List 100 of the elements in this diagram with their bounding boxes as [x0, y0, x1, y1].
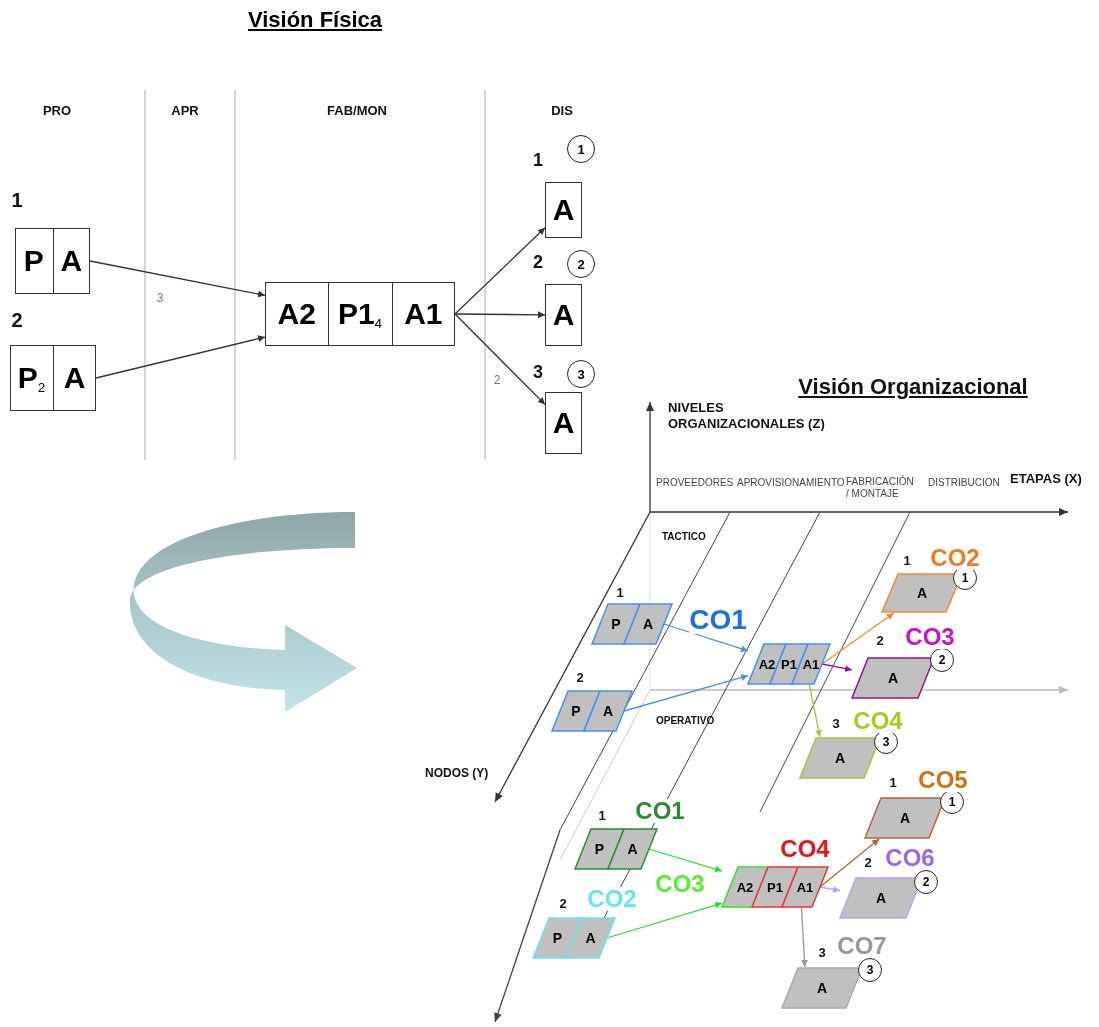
- column-heading: DIS: [551, 103, 573, 117]
- node-number: 1: [598, 808, 606, 822]
- arrow: [821, 612, 895, 665]
- diagram-title: Visión Física: [247, 9, 383, 31]
- letter-label: A: [552, 300, 575, 330]
- arrow: [454, 311, 546, 319]
- column-heading: FAB/MON: [327, 103, 387, 117]
- edge-label: 3: [155, 292, 165, 304]
- parallelogram-node: [852, 657, 934, 699]
- letter-label: P$_{2}$: [17, 363, 46, 393]
- flow-label: CO2: [587, 887, 637, 911]
- product-box: [10, 345, 96, 411]
- axis-label: ETAPAS (X): [1010, 472, 1082, 485]
- node-number: 2: [11, 310, 23, 330]
- letter-label: A1: [802, 657, 820, 671]
- letter-label: A: [552, 195, 575, 225]
- letter-label: A: [602, 704, 614, 718]
- arrow: [821, 663, 853, 672]
- node-number: 2: [533, 253, 543, 271]
- letter-label: P1: [767, 880, 783, 894]
- letter-label: P1: [781, 657, 797, 671]
- node-number: 1: [889, 775, 897, 789]
- arrow: [648, 848, 723, 873]
- node-number: 2: [864, 855, 872, 869]
- section-title: Visión Organizacional: [798, 376, 1028, 398]
- letter-label: P: [571, 704, 581, 718]
- number-circle: 3: [858, 958, 882, 982]
- letter-label: P: [552, 931, 563, 945]
- node-number: 2: [559, 896, 567, 910]
- number-circle: 2: [914, 870, 938, 894]
- node-number: 2: [876, 633, 884, 647]
- node-number: 1: [533, 151, 543, 169]
- arrow: [808, 684, 822, 738]
- letter-label: A: [642, 617, 654, 631]
- letter-label: A1: [404, 299, 443, 329]
- arrow: [454, 227, 546, 315]
- node-number: 2: [576, 670, 584, 684]
- letter-label: A: [63, 363, 86, 393]
- flow-label: CO3: [655, 872, 705, 896]
- letter-label: A: [627, 842, 638, 856]
- stage-label: APROVISIONAMIENTO: [737, 478, 845, 488]
- arrow: [663, 623, 749, 653]
- letter-label: A: [887, 671, 899, 685]
- level-label: TACTICO: [662, 532, 706, 542]
- letter-label: A: [875, 891, 887, 905]
- parallelogram-node: [865, 797, 945, 839]
- number-circle: 1: [940, 790, 964, 814]
- stage-label: FABRICACIÓN / MONTAJE: [846, 476, 915, 500]
- product-box: [545, 392, 582, 454]
- level-label: OPERATIVO: [656, 716, 715, 726]
- node-number: 3: [818, 945, 826, 959]
- axis-label: NODOS (Y): [425, 767, 489, 779]
- parallelogram-node: [592, 603, 672, 645]
- letter-label: P: [611, 617, 621, 631]
- letter-label: A: [552, 408, 575, 438]
- stage-label: PROVEEDORES: [656, 478, 734, 488]
- letter-label: A: [899, 811, 911, 825]
- node-number: 3: [832, 716, 840, 730]
- letter-label: P: [594, 842, 605, 856]
- arrow: [454, 313, 546, 406]
- parallelogram-node: [552, 690, 632, 732]
- parallelogram-node: [533, 917, 615, 959]
- product-box: [15, 228, 90, 294]
- flow-label: CO1: [635, 799, 685, 823]
- letter-label: P: [23, 246, 44, 276]
- stage-label: DISTRIBUCION: [928, 478, 1000, 488]
- letter-label: A1: [796, 880, 814, 894]
- column-heading: PRO: [42, 103, 72, 117]
- parallelogram-node: [575, 828, 657, 870]
- letter-label: P1$_{4}$: [337, 299, 383, 329]
- letter-label: A2: [277, 299, 316, 329]
- edge-label: 2: [492, 374, 502, 386]
- arrow: [95, 335, 266, 379]
- node-number: 1: [903, 553, 911, 567]
- product-box: [545, 182, 582, 238]
- number-circle: 2: [930, 648, 954, 672]
- node-number: 1: [616, 585, 624, 599]
- number-circle: 3: [567, 360, 595, 388]
- letter-label: A: [834, 751, 846, 765]
- letter-label: A: [916, 586, 928, 600]
- flow-label: CO2: [930, 546, 980, 570]
- arrow: [819, 885, 841, 893]
- product-box: [545, 284, 582, 346]
- parallelogram-node: [748, 643, 830, 685]
- parallelogram-node: [722, 866, 828, 908]
- flow-label: CO4: [853, 709, 903, 733]
- letter-label: A: [816, 981, 828, 995]
- arrow: [89, 260, 266, 298]
- number-circle: 1: [567, 135, 595, 163]
- column-heading: APR: [171, 103, 199, 117]
- number-circle: 2: [567, 250, 595, 278]
- arrow: [800, 907, 808, 968]
- flow-label: CO5: [918, 768, 968, 792]
- flow-label: CO3: [905, 625, 955, 649]
- letter-label: A2: [758, 657, 776, 671]
- letter-label: A: [60, 246, 83, 276]
- parallelogram-node: [782, 967, 862, 1009]
- letter-label: A2: [736, 880, 754, 894]
- node-number: 3: [533, 363, 543, 381]
- letter-label: A: [585, 931, 596, 945]
